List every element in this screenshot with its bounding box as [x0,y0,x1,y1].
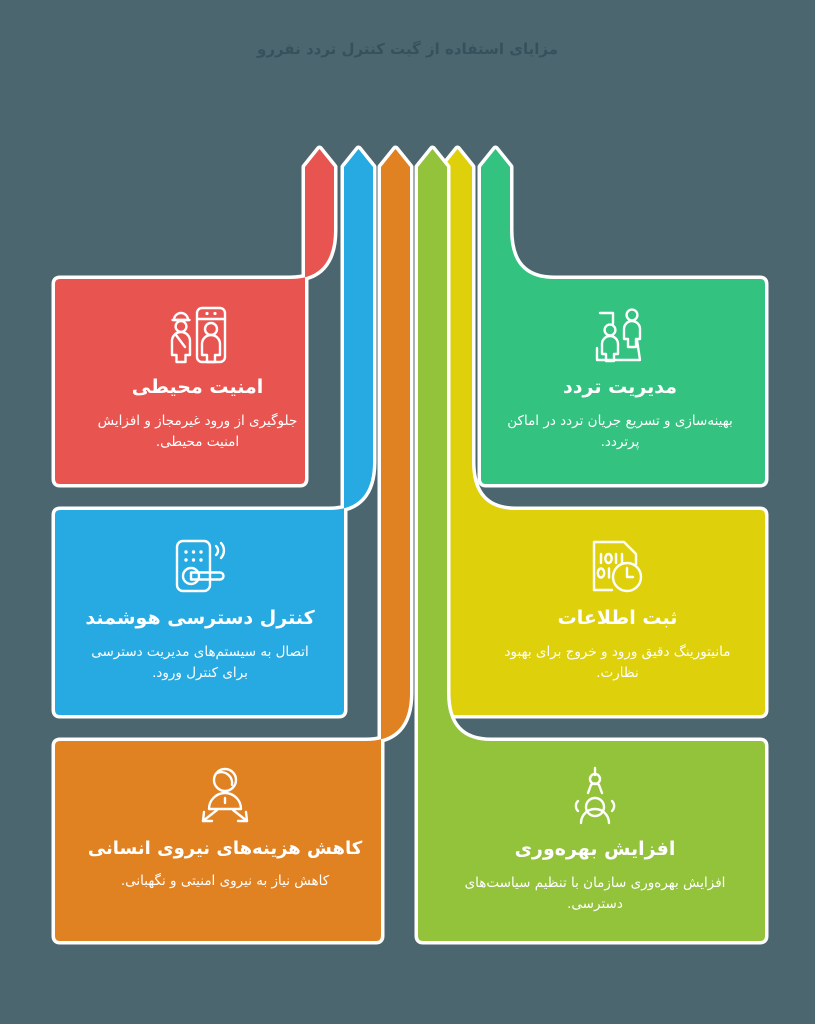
card-staff-cost-reduction[interactable]: کاهش هزینه‌های نیروی انسانی کاهش نیاز به… [55,741,395,941]
page-title: مزایای استفاده از گیت کنترل تردد نفررو [257,40,558,58]
arrow-blue-fill [55,149,373,715]
arrow-orange-group [51,145,414,945]
arrow-green-fill [481,149,765,484]
card-title: کنترل دسترسی هوشمند [85,607,315,629]
card-description: اتصال به سیستم‌های مدیریت دسترسی برای کن… [91,643,309,682]
productivity-team-icon [574,766,616,825]
card-title: افزایش بهره‌وری [514,838,676,860]
card-title: مدیریت تردد [563,376,678,398]
card-description: مانیتورینگ دقیق ورود و خروج برای بهبود ن… [504,643,731,682]
binary-document-clock-icon [592,540,642,593]
card-description: افزایش بهره‌وری سازمان با تنظیم سیاست‌ها… [464,874,726,913]
arrow-red-group [51,145,338,488]
card-smart-access-control[interactable]: کنترل دسترسی هوشمند اتصال به سیستم‌های م… [55,510,345,715]
card-title: کاهش هزینه‌های نیروی انسانی [87,838,363,859]
card-description: بهینه‌سازی و تسریع جریان تردد در اماکن پ… [507,412,733,451]
arrow-blue-group [51,145,377,719]
person-cost-reduction-icon [201,767,249,823]
card-description: جلوگیری از ورود غیرمجاز و افزایش امنیت م… [97,412,298,451]
arrow-red-fill [55,149,334,484]
arrow-green-group [477,145,769,488]
card-environmental-security[interactable]: امنیت محیطی جلوگیری از ورود غیرمجاز و اف… [55,279,340,484]
card-data-logging[interactable]: ثبت اطلاعات مانیتورینگ دقیق ورود و خروج … [470,510,765,715]
smart-door-lock-icon [175,539,226,593]
card-productivity-increase[interactable]: افزایش بهره‌وری افزایش بهره‌وری سازمان ب… [425,741,765,941]
card-traffic-management[interactable]: مدیریت تردد بهینه‌سازی و تسریع جریان ترد… [475,279,765,484]
arrow-orange-fill [55,149,410,941]
card-title: امنیت محیطی [131,376,264,398]
arrow-lgreen-fill [418,149,765,941]
card-description: کاهش نیاز به نیروی امنیتی و نگهبانی. [120,873,330,890]
people-turnstile-icon [595,308,642,363]
security-gate-scanner-icon [170,306,226,364]
arrow-lgreen-group [414,145,769,945]
card-title: ثبت اطلاعات [557,607,678,629]
arrow-yellow-fill [443,149,765,715]
